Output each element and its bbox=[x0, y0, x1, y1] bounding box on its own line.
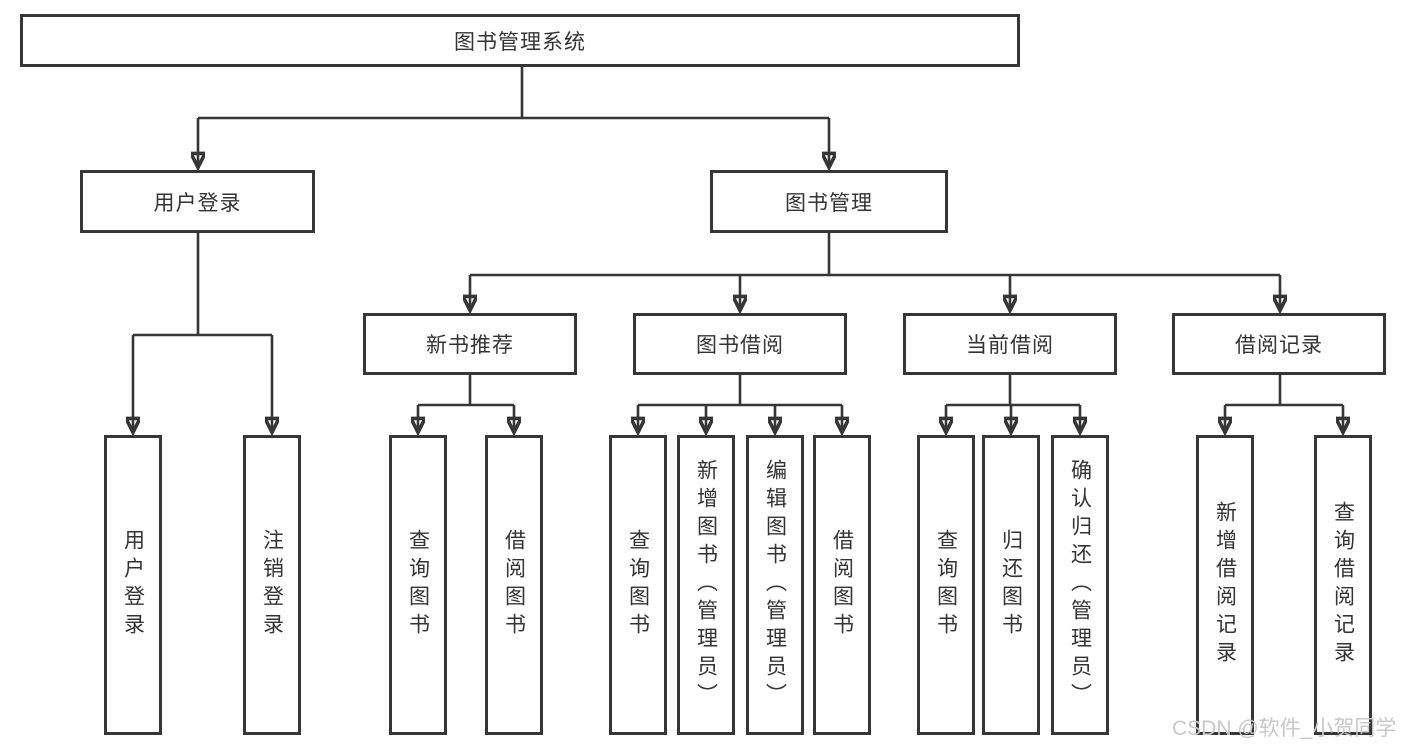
node-current-borrowing: 当前借阅 bbox=[903, 313, 1117, 375]
leaf-query-books-2: 查询图书 bbox=[609, 435, 667, 735]
node-new-book-recommend: 新书推荐 bbox=[363, 313, 577, 375]
node-label: 借阅记录 bbox=[1235, 334, 1323, 357]
node-label: 图书借阅 bbox=[696, 334, 784, 357]
node-label: 借阅图书 bbox=[502, 529, 526, 641]
node-label: 新增图书（管理员） bbox=[694, 459, 718, 711]
leaf-return-books: 归还图书 bbox=[982, 435, 1040, 735]
node-label: 用户登录 bbox=[121, 529, 145, 641]
node-label: 确认归还（管理员） bbox=[1068, 459, 1092, 711]
node-label: 归还图书 bbox=[999, 529, 1023, 641]
node-label: 查询图书 bbox=[934, 529, 958, 641]
leaf-user-login: 用户登录 bbox=[104, 435, 162, 735]
node-label: 查询图书 bbox=[406, 529, 430, 641]
leaf-logout: 注销登录 bbox=[243, 435, 301, 735]
node-borrowing-records: 借阅记录 bbox=[1172, 313, 1386, 375]
watermark-csdn: CSDN @软件_小贺同学 bbox=[1172, 717, 1397, 740]
node-label: 新增借阅记录 bbox=[1213, 501, 1237, 669]
node-label: 借阅图书 bbox=[830, 529, 854, 641]
node-book-management-module: 图书管理 bbox=[710, 170, 948, 233]
leaf-add-borrow-record: 新增借阅记录 bbox=[1196, 435, 1254, 735]
node-label: 当前借阅 bbox=[966, 334, 1054, 357]
node-label: 查询图书 bbox=[626, 529, 650, 641]
leaf-query-books-3: 查询图书 bbox=[917, 435, 975, 735]
leaf-add-books-admin: 新增图书（管理员） bbox=[677, 435, 735, 735]
node-user-login-module: 用户登录 bbox=[80, 170, 315, 233]
leaf-confirm-return-admin: 确认归还（管理员） bbox=[1051, 435, 1109, 735]
node-label: 图书管理系统 bbox=[454, 30, 586, 54]
leaf-query-borrow-record: 查询借阅记录 bbox=[1314, 435, 1372, 735]
node-book-management-system: 图书管理系统 bbox=[20, 14, 1020, 67]
leaf-edit-books-admin: 编辑图书（管理员） bbox=[746, 435, 804, 735]
node-book-borrowing: 图书借阅 bbox=[633, 313, 847, 375]
node-label: 查询借阅记录 bbox=[1331, 501, 1355, 669]
node-label: 注销登录 bbox=[260, 529, 284, 641]
leaf-borrow-books-1: 借阅图书 bbox=[485, 435, 543, 735]
leaf-query-books-1: 查询图书 bbox=[389, 435, 447, 735]
node-label: 新书推荐 bbox=[426, 334, 514, 357]
leaf-borrow-books-2: 借阅图书 bbox=[813, 435, 871, 735]
node-label: 编辑图书（管理员） bbox=[763, 459, 787, 711]
node-label: 图书管理 bbox=[785, 191, 873, 215]
node-label: 用户登录 bbox=[153, 191, 242, 215]
